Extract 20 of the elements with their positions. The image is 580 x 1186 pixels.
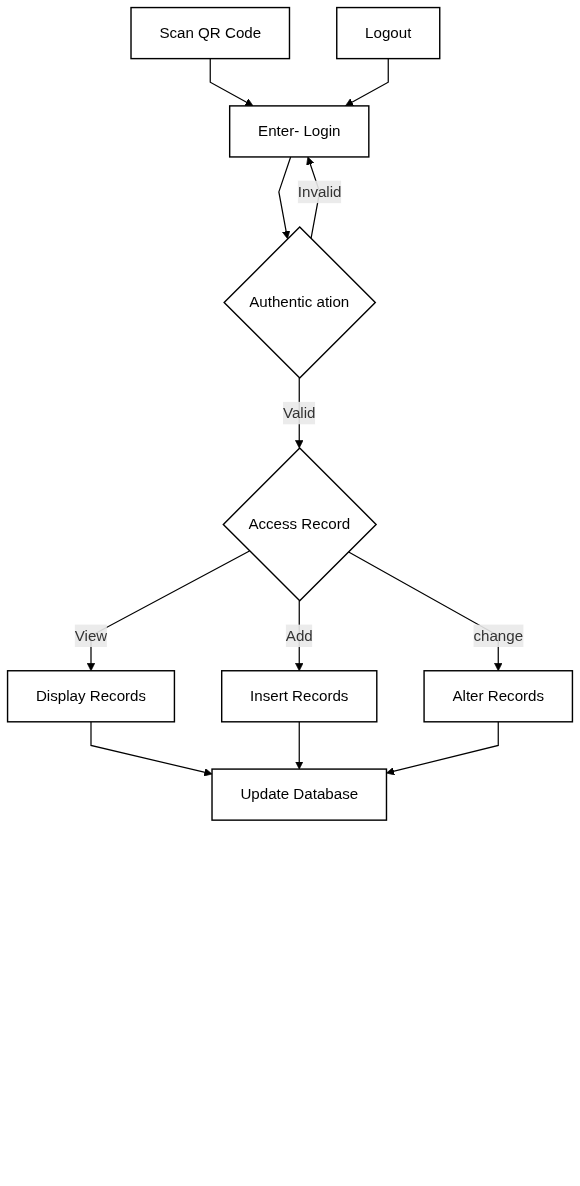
arrow [90, 721, 213, 777]
node-diamond: Authentic ation [223, 225, 377, 380]
arrow [278, 156, 292, 240]
edge-label: Invalid [297, 183, 342, 200]
edge-label: change [473, 627, 524, 644]
edge-label: Add [285, 627, 313, 644]
node-box: Update Database [211, 768, 388, 821]
node-box: Scan QR Code [130, 6, 291, 60]
edge-label: View [74, 627, 108, 644]
arrow [345, 58, 389, 107]
arrow [295, 721, 304, 770]
node-box: Alter Records [423, 670, 574, 723]
node-box: Enter- Login [228, 105, 370, 158]
node-box: Logout [336, 6, 441, 60]
arrow [386, 721, 499, 776]
node-diamond: Access Record [222, 447, 378, 602]
edge-label: Valid [282, 404, 316, 421]
arrow [209, 58, 254, 107]
node-box: Insert Records [221, 670, 378, 723]
node-box: Display Records [6, 670, 176, 723]
